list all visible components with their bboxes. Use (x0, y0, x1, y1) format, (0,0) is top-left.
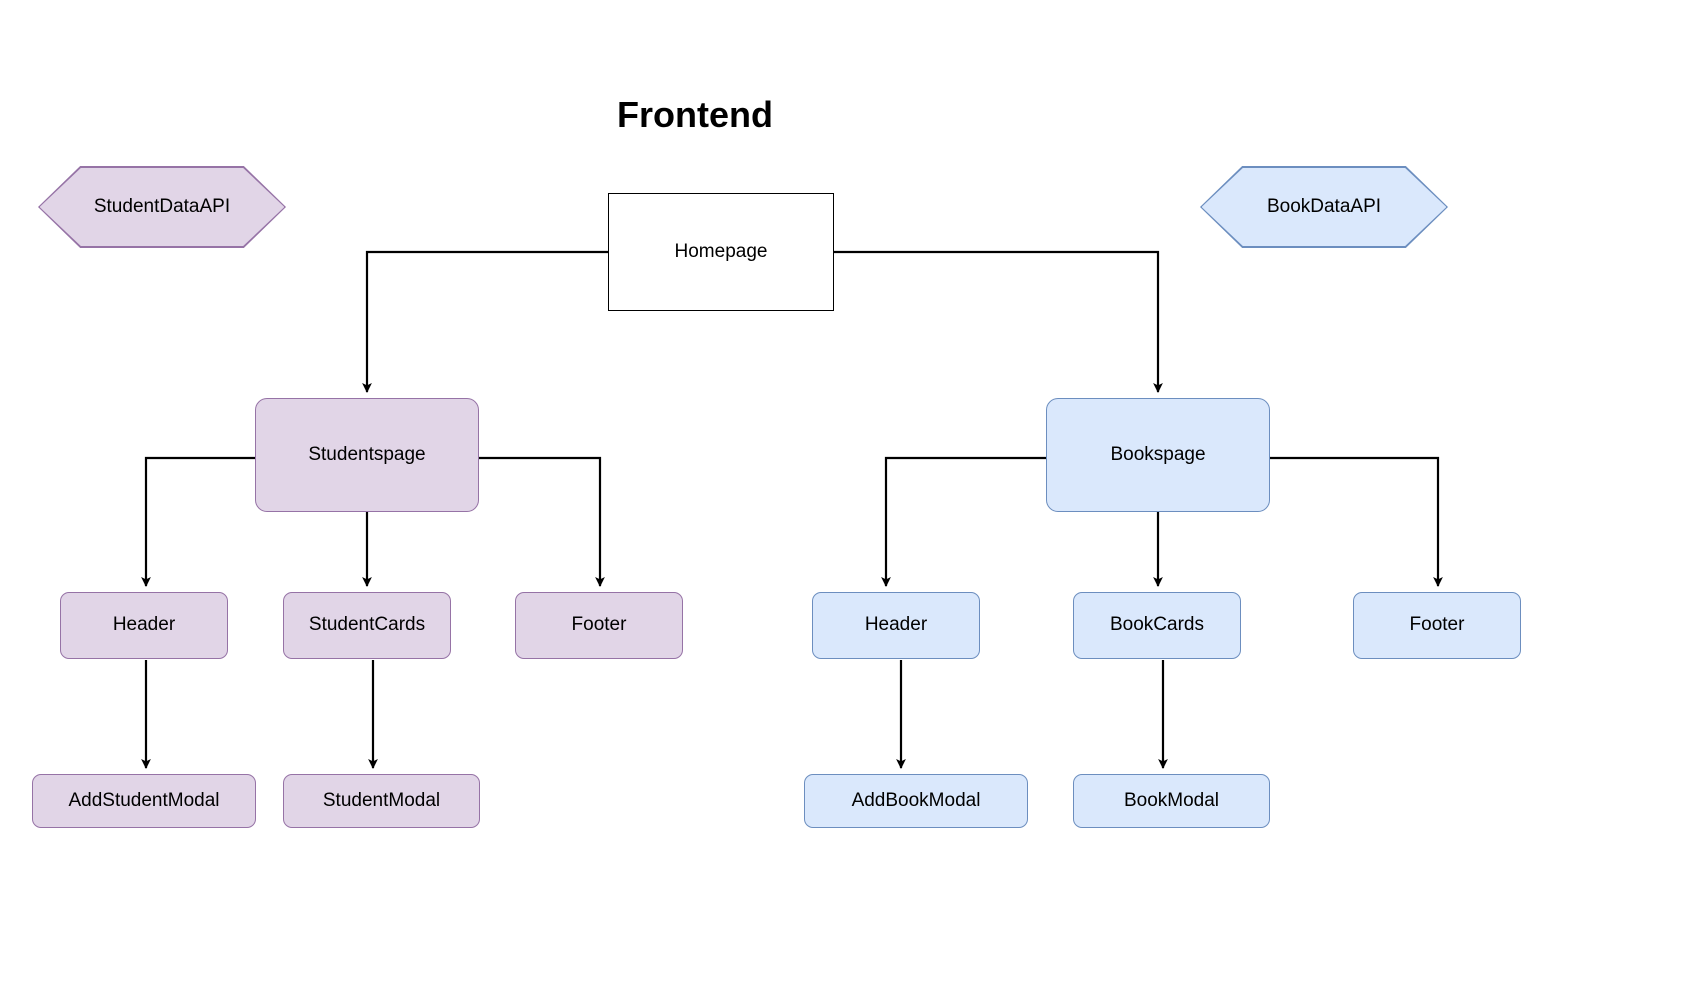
edge-homepage-bookspage (833, 250, 1163, 393)
node-label-book-footer: Footer (1409, 614, 1465, 636)
node-add-book-modal[interactable]: AddBookModal (804, 774, 1028, 828)
node-label-homepage: Homepage (674, 240, 768, 262)
edge-studentspage-footer (479, 456, 605, 587)
hexagon-fill-shape (39, 167, 285, 247)
node-label-student-footer: Footer (571, 614, 627, 636)
node-label-book-header: Header (864, 614, 928, 636)
node-label-book-modal: BookModal (1123, 789, 1220, 811)
node-student-cards[interactable]: StudentCards (283, 592, 451, 659)
node-label-student-modal: StudentModal (322, 789, 441, 811)
node-book-data-api[interactable]: BookDataAPI (1200, 166, 1448, 248)
node-student-footer[interactable]: Footer (515, 592, 683, 659)
node-bookspage[interactable]: Bookspage (1046, 398, 1270, 512)
node-studentspage[interactable]: Studentspage (255, 398, 479, 512)
node-label-studentspage: Studentspage (308, 443, 426, 465)
edge-bookspage-footer (1270, 456, 1443, 587)
node-label-add-student-modal: AddStudentModal (68, 789, 220, 811)
node-label-student-data-api: StudentDataAPI (93, 195, 231, 217)
hexagon-fill-shape (1201, 167, 1447, 247)
edge-homepage-studentspage (362, 250, 608, 393)
node-student-modal[interactable]: StudentModal (283, 774, 480, 828)
edge-bookspage-header (881, 456, 1046, 587)
node-label-student-cards: StudentCards (308, 614, 426, 636)
node-add-student-modal[interactable]: AddStudentModal (32, 774, 256, 828)
node-student-header[interactable]: Header (60, 592, 228, 659)
node-label-student-header: Header (112, 614, 176, 636)
node-book-cards[interactable]: BookCards (1073, 592, 1241, 659)
page-title: Frontend (617, 94, 773, 135)
node-student-data-api[interactable]: StudentDataAPI (38, 166, 286, 248)
node-label-book-cards: BookCards (1110, 614, 1204, 636)
node-label-bookspage: Bookspage (1110, 443, 1206, 465)
node-book-footer[interactable]: Footer (1353, 592, 1521, 659)
node-label-book-data-api: BookDataAPI (1266, 195, 1382, 217)
node-book-modal[interactable]: BookModal (1073, 774, 1270, 828)
node-book-header[interactable]: Header (812, 592, 980, 659)
node-label-add-book-modal: AddBookModal (851, 789, 981, 811)
node-homepage[interactable]: Homepage (608, 193, 834, 311)
edge-studentspage-header (141, 456, 255, 587)
